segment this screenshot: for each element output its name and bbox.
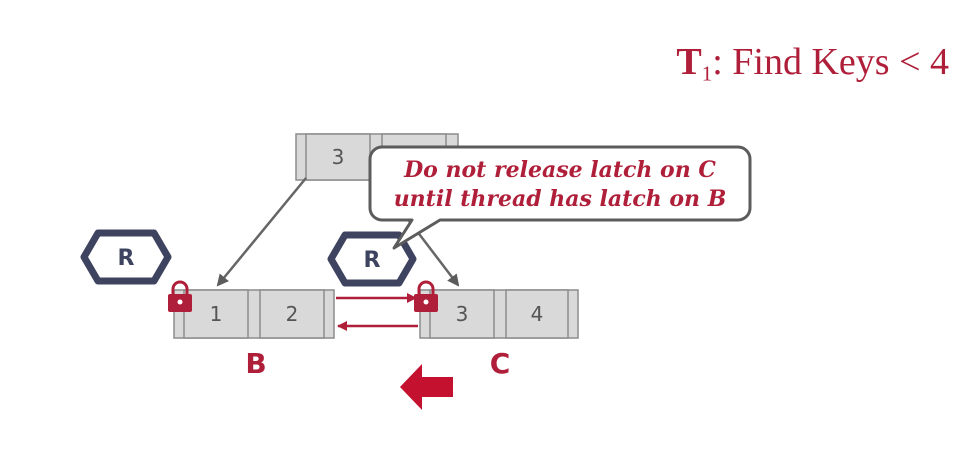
left-arrow-icon	[400, 364, 453, 410]
pointer-arrow-to-b	[216, 177, 307, 287]
callout-line-1: Do not release latch on C	[403, 157, 716, 183]
latch-c-mode: R	[364, 248, 381, 273]
leaf-node-c: 3 4	[419, 289, 579, 339]
leaf-c-key-1: 3	[456, 302, 469, 326]
leaf-c-key-2: 4	[531, 302, 544, 326]
title-rest: : Find Keys < 4	[712, 41, 949, 83]
latch-b-mode: R	[118, 246, 135, 271]
lock-icon	[168, 280, 192, 312]
root-key-1: 3	[332, 145, 345, 169]
title-prefix: T	[676, 41, 702, 83]
read-latch-c: R	[327, 231, 417, 287]
callout-line-2: until thread has latch on B	[394, 186, 727, 212]
leaf-b-label: B	[245, 347, 266, 380]
leaf-b-key-1: 1	[210, 302, 223, 326]
slide-title: T1: Find Keys < 4	[676, 40, 949, 86]
title-subscript: 1	[701, 61, 713, 86]
leaf-c-label: C	[490, 347, 511, 380]
read-latch-b: R	[80, 229, 172, 285]
callout-bubble: Do not release latch on C until thread h…	[368, 145, 752, 250]
lock-icon	[414, 280, 438, 312]
leaf-b-key-2: 2	[286, 302, 299, 326]
leaf-node-b: 1 2	[173, 289, 335, 339]
